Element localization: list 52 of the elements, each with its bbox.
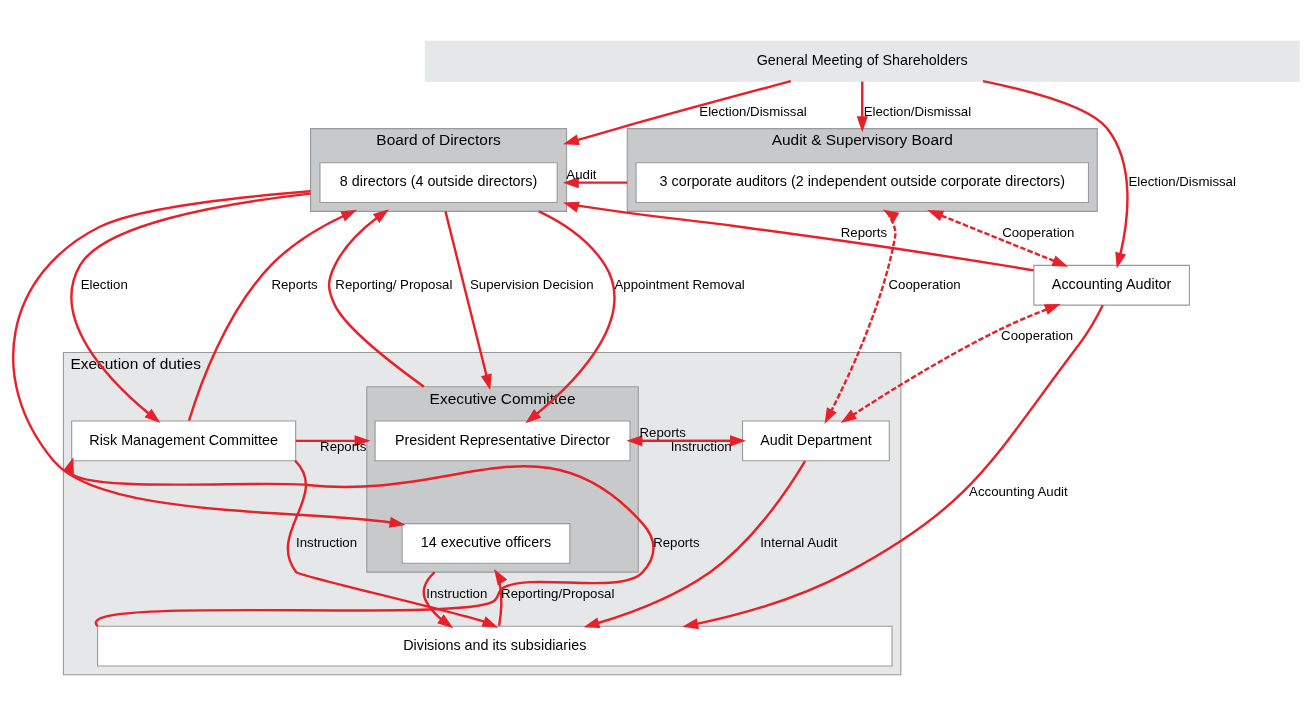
arrow [295,434,371,446]
arrow [525,209,616,423]
arrow [982,79,1129,269]
edge-label: Supervision Decision [470,276,594,292]
edge-label: Audit [566,166,597,182]
arrow [422,570,454,628]
arrow [187,209,358,421]
edge-label: Accounting Audit [969,483,1068,499]
node-box: 14 executive officers [401,522,571,564]
node-box: Divisions and its subsidiaries [97,625,893,666]
node-box: 3 corporate auditors (2 independent outside corporate directors) [635,161,1089,203]
edge-label: Election/Dismissal [699,103,807,119]
arrow [856,81,868,132]
edge-label: Instruction [296,534,358,550]
edge-label: Reports [840,224,888,240]
arrow [824,208,900,424]
arrow [494,568,508,626]
arrow [563,201,1034,272]
edge-label: Reporting/Proposal [501,585,615,601]
edge-label: Internal Audit [760,534,838,550]
arrow [927,209,1069,267]
node-box: Risk Management Committee [71,419,297,461]
edge-label: Cooperation [1001,327,1074,343]
node-box: President Representative Director [374,419,631,461]
arrow [562,176,628,188]
arrow [327,208,425,388]
edge-label: Instruction [426,585,488,601]
node-box: Accounting Auditor [1033,264,1190,306]
arrow [12,189,406,528]
edge-label: Reports [320,438,367,454]
node-box: Audit Department [742,419,890,461]
arrow [563,79,792,145]
edge-label: Cooperation [888,276,961,292]
edge-label: Appointment Removal [614,276,745,292]
arrow [70,191,311,423]
node-box: General Meeting of Shareholders [424,40,1300,82]
edge-label: Election/Dismissal [1128,173,1236,189]
edge-label: Instruction [670,438,732,454]
arrow [444,210,492,390]
edge-label: Election [80,276,128,292]
node-box: 8 directors (4 outside directors) [319,161,558,203]
edge-label: Cooperation [1002,224,1075,240]
arrow [286,459,499,628]
arrow [682,304,1104,629]
edge-label: Reports [271,276,318,292]
edge-label: Reports [639,424,686,440]
edge-label: Reports [653,534,700,550]
arrow [63,456,655,627]
arrow [840,303,1061,423]
edge-label: Reporting/ Proposal [335,276,453,292]
edge-label: Election/Dismissal [863,103,972,119]
arrow [583,460,807,628]
